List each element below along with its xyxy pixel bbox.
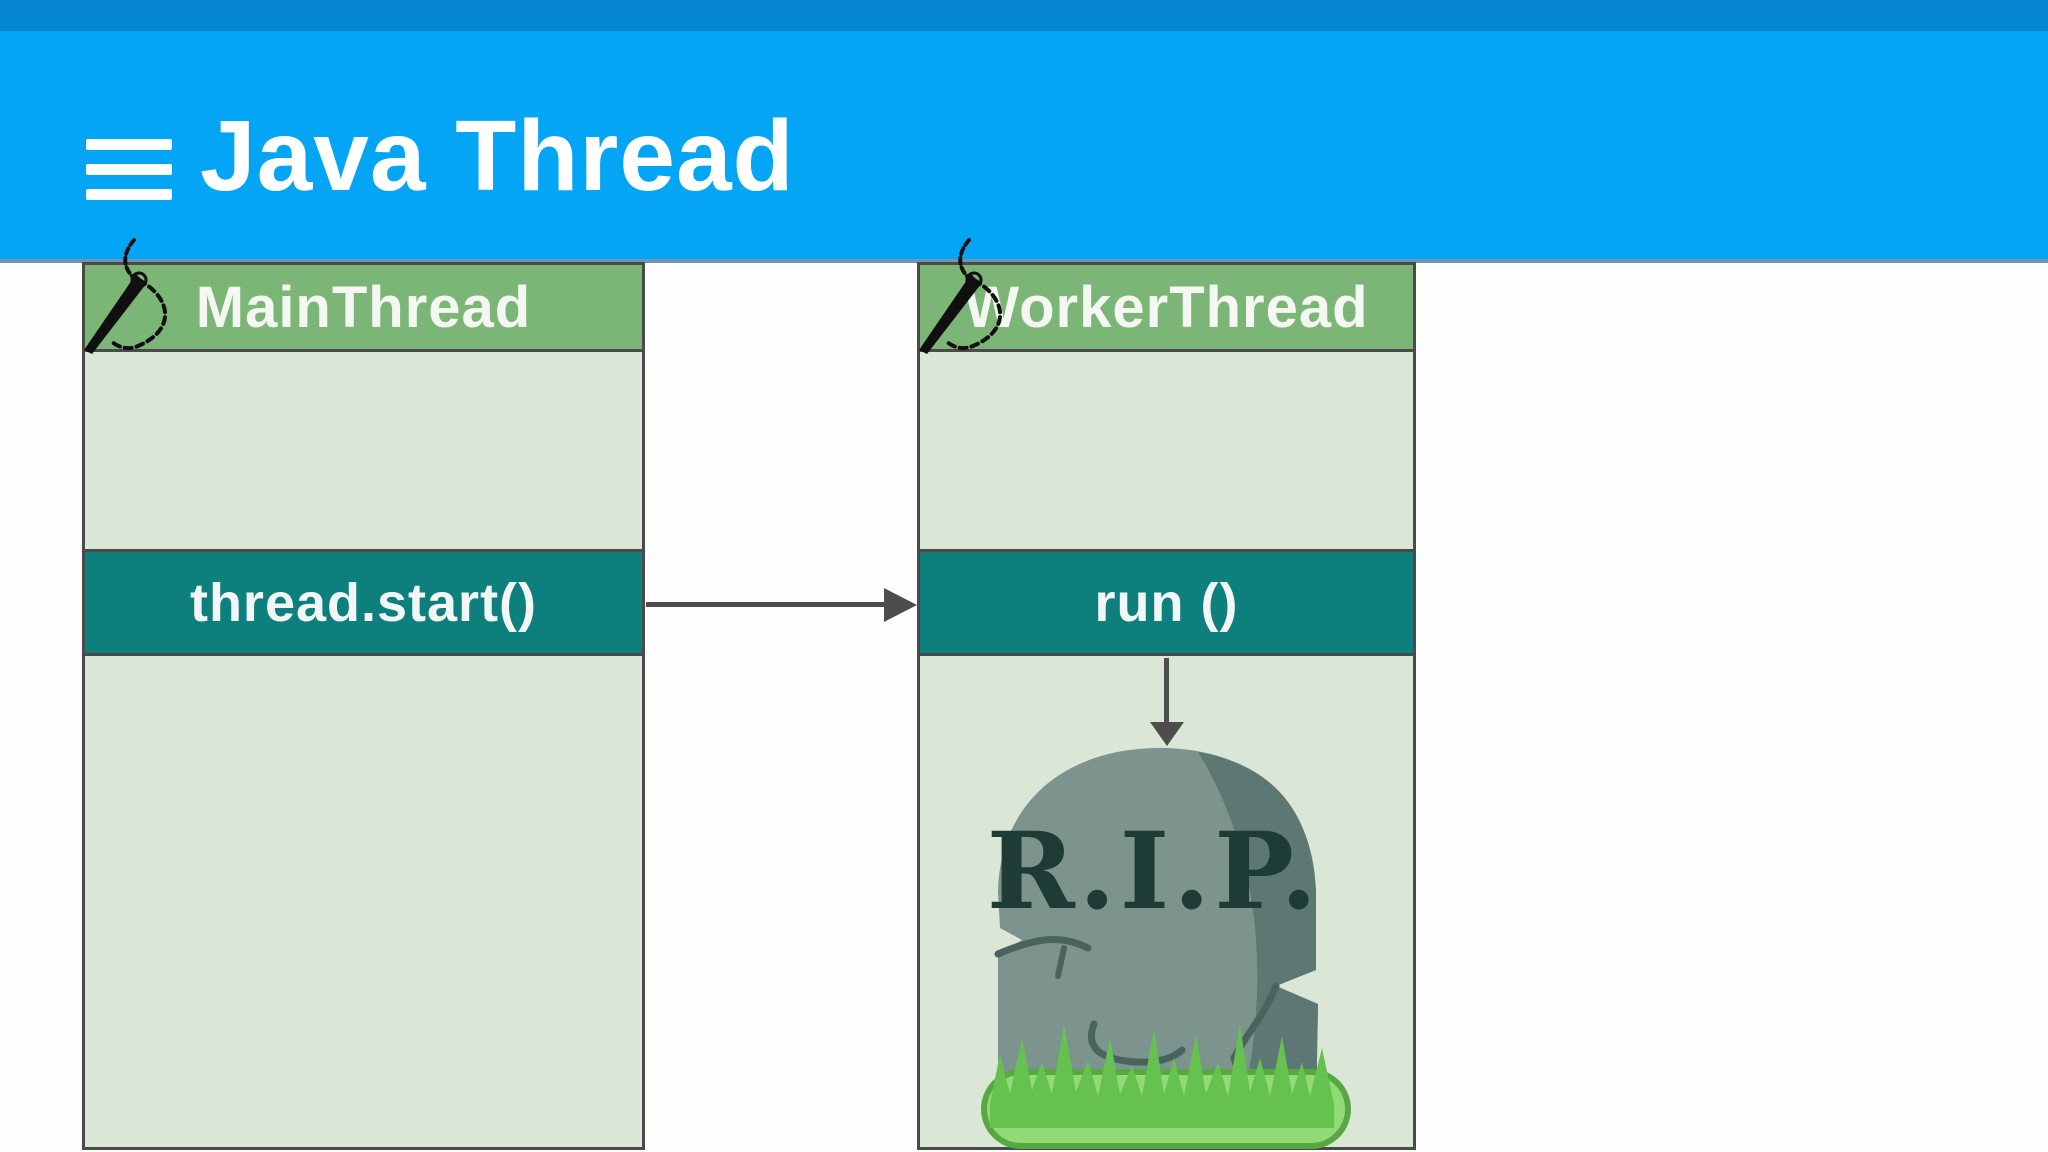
thread-start-label: thread.start()	[189, 572, 538, 633]
status-bar	[0, 0, 2048, 31]
lifeline-mainthread: MainThread thread.start()	[82, 262, 645, 1150]
menu-button[interactable]	[86, 139, 172, 200]
run-band: run ()	[920, 552, 1413, 656]
arrow-down-icon	[1150, 722, 1184, 746]
run-label: run ()	[1094, 572, 1239, 633]
mainthread-title: MainThread	[195, 274, 532, 340]
workerthread-idle-segment	[920, 352, 1413, 552]
mainthread-header: MainThread	[85, 265, 642, 352]
grass-icon	[990, 1024, 1334, 1128]
workerthread-title: WorkerThread	[964, 274, 1369, 340]
run-to-end-arrow	[1164, 658, 1169, 724]
arrow-right-icon	[884, 588, 917, 622]
rip-text: R.I.P.	[987, 808, 1322, 933]
tombstone-icon: R.I.P.	[981, 748, 1351, 1149]
thread-start-band: thread.start()	[85, 552, 642, 656]
hamburger-icon	[86, 164, 172, 175]
app-bar	[0, 31, 2048, 263]
page-title: Java Thread	[200, 100, 795, 212]
hamburger-icon	[86, 189, 172, 200]
start-to-run-arrow	[646, 602, 888, 607]
stone-shadow	[1198, 752, 1318, 1114]
workerthread-header: WorkerThread	[920, 265, 1413, 352]
mainthread-rest-segment	[85, 656, 642, 1147]
hamburger-icon	[86, 139, 172, 150]
mainthread-idle-segment	[85, 352, 642, 552]
